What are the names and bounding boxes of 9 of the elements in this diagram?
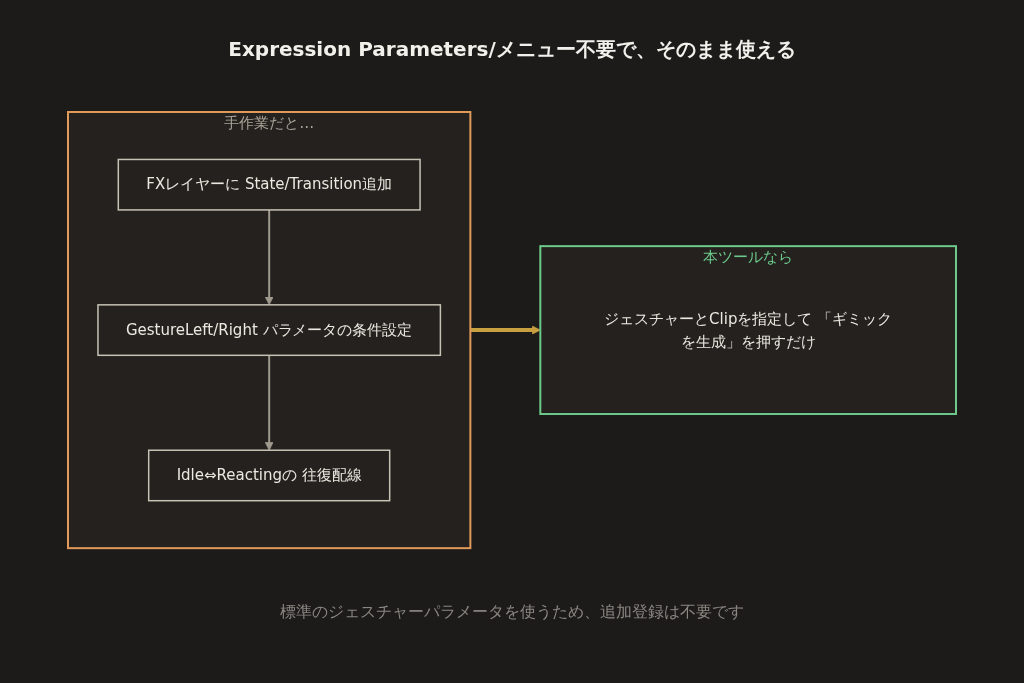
node-box: Idle⇔Reactingの 往復配線 — [147, 449, 391, 502]
node-box: GestureLeft/Right パラメータの条件設定 — [97, 304, 442, 356]
caption: 標準のジェスチャーパラメータを使うため、追加登録は不要です — [279, 602, 745, 623]
node-box: FXレイヤーに State/Transition追加 — [117, 158, 421, 211]
node-text: ジェスチャーとClipを指定して 「ギミックを生成」を押すだけ — [604, 309, 893, 350]
diagram-title: Expression Parameters/メニュー不要で、そのまま使える — [227, 36, 797, 63]
arrow — [264, 354, 274, 451]
arrow — [470, 325, 541, 335]
arrow — [264, 208, 274, 306]
